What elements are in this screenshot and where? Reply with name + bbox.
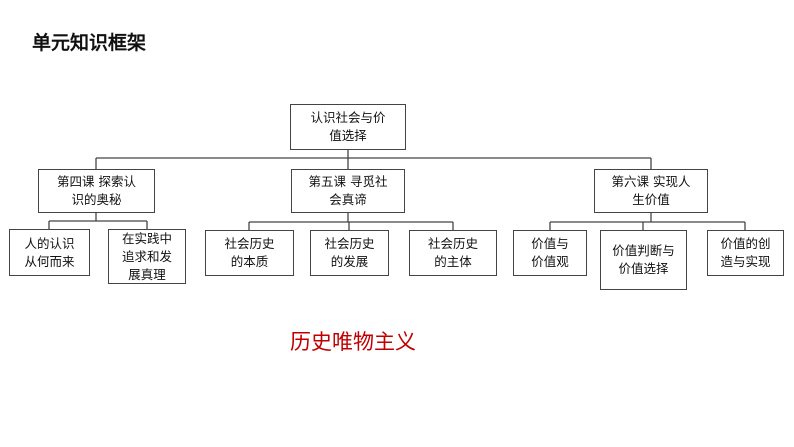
node-lesson-4: 第四课 探索认 识的奥秘 <box>38 169 155 213</box>
node-lesson-4-child-2: 在实践中 追求和发 展真理 <box>108 229 186 284</box>
node-lesson-5-child-3: 社会历史 的主体 <box>409 230 497 276</box>
root-node: 认识社会与价 值选择 <box>290 104 406 150</box>
node-lesson-6-child-2: 价值判断与 价值选择 <box>600 230 687 290</box>
node-lesson-6-child-1: 价值与 价值观 <box>513 230 587 276</box>
node-lesson-4-child-1: 人的认识 从何而来 <box>9 229 90 276</box>
node-lesson-5: 第五课 寻觅社 会真谛 <box>291 169 405 213</box>
node-lesson-5-child-2: 社会历史 的发展 <box>310 230 389 276</box>
node-lesson-5-child-1: 社会历史 的本质 <box>205 230 294 276</box>
node-lesson-6: 第六课 实现人 生价值 <box>594 169 708 213</box>
summary-text: 历史唯物主义 <box>290 330 416 354</box>
page-title: 单元知识框架 <box>32 32 147 54</box>
node-lesson-6-child-3: 价值的创 造与实现 <box>707 230 784 276</box>
